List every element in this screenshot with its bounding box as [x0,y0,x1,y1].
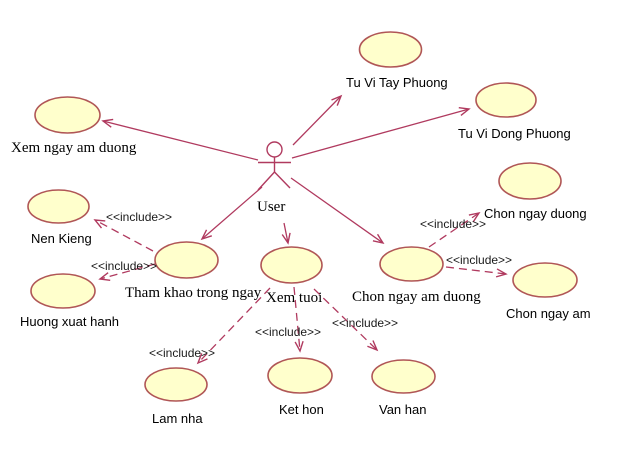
include-edge-xem-tuoi-lam-nha [196,287,271,365]
usecase-van-han[interactable] [371,359,436,394]
usecase-label-van-han: Van han [379,402,427,417]
usecase-xem-ngay-am-duong[interactable] [34,96,101,134]
include-label-chon-ngay-am: <<include>> [446,253,513,267]
usecase-label-huong-xuat-hanh: Huong xuat hanh [20,314,120,329]
include-label-huong-xuat-hanh: <<include>> [91,259,158,273]
actor-leg-left [257,171,276,191]
include-label-van-han: <<include>> [332,316,399,330]
usecase-chon-ngay-am-duong[interactable] [379,246,444,282]
include-label-lam-nha: <<include>> [149,346,216,360]
edge-user-tu-vi-dong-phuong [291,106,471,159]
include-edge-xem-tuoi-ket-hon [293,286,304,353]
include-edge-tham-khao-huong-xuat-hanh [98,263,156,282]
usecase-tu-vi-dong-phuong[interactable] [475,82,537,118]
usecase-chon-ngay-duong[interactable] [498,162,562,200]
include-edge-chon-ngay-am-duong-chon-ngay-am [445,266,508,278]
usecase-label-tu-vi-dong-phuong: Tu Vi Dong Phuong [458,126,571,141]
include-edge-xem-tuoi-van-han [313,288,379,352]
usecase-label-lam-nha: Lam nha [152,411,203,426]
usecase-lam-nha[interactable] [144,367,208,402]
edge-user-xem-ngay-am-duong [101,118,259,161]
usecase-xem-tuoi[interactable] [260,246,323,284]
edge-user-tu-vi-tay-phuong [292,94,343,146]
usecase-label-chon-ngay-am-duong: Chon ngay am duong [352,289,481,305]
include-edge-tham-khao-nen-kieng [93,219,154,252]
include-label-nen-kieng: <<include>> [106,210,173,224]
actor-user-label: User [257,199,286,215]
actor-leg-right [273,171,291,189]
edge-user-xem-tuoi [281,222,291,245]
actor-user-figure[interactable] [257,141,291,191]
usecase-huong-xuat-hanh[interactable] [30,273,96,309]
usecase-label-tu-vi-tay-phuong: Tu Vi Tay Phuong [346,75,448,90]
usecase-tham-khao-trong-ngay[interactable] [154,241,219,279]
include-label-ket-hon: <<include>> [255,325,322,339]
edge-user-chon-ngay-am-duong [290,177,385,245]
usecase-label-xem-tuoi: Xem tuoi [266,290,323,306]
usecase-label-tham-khao-trong-ngay: Tham khao trong ngay [125,285,262,301]
usecase-label-chon-ngay-am: Chon ngay am [506,306,591,321]
usecase-chon-ngay-am[interactable] [512,262,578,298]
usecase-label-xem-ngay-am-duong: Xem ngay am duong [11,140,137,156]
usecase-nen-kieng[interactable] [27,189,90,224]
usecase-ket-hon[interactable] [267,357,333,394]
include-edge-chon-ngay-am-duong-chon-ngay-duong [428,211,481,248]
usecase-label-nen-kieng: Nen Kieng [31,231,92,246]
actor-head [266,141,283,158]
include-label-chon-ngay-duong: <<include>> [420,217,487,231]
usecase-label-chon-ngay-duong: Chon ngay duong [484,206,587,221]
usecase-tu-vi-tay-phuong[interactable] [358,31,423,68]
edge-user-tham-khao-trong-ngay [200,186,263,241]
usecase-label-ket-hon: Ket hon [279,402,324,417]
